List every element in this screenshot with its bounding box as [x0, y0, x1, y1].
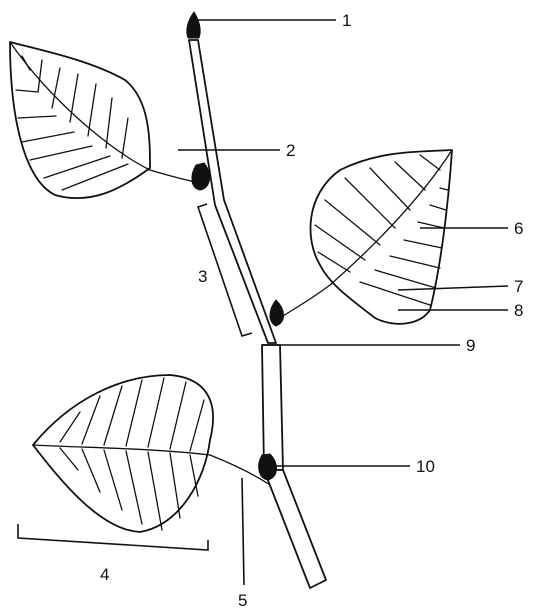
leaf-upper-right — [279, 149, 453, 325]
terminal-bud — [186, 11, 201, 39]
label-7: 7 — [514, 277, 523, 296]
leader-lines — [178, 19, 509, 586]
leaf-lower-left — [32, 374, 271, 533]
label-1: 1 — [342, 11, 351, 30]
label-3: 3 — [198, 267, 207, 286]
label-5: 5 — [238, 591, 247, 610]
stem — [188, 39, 327, 589]
labels: 1 2 3 4 5 6 7 8 9 10 — [100, 11, 523, 610]
label-10: 10 — [416, 457, 435, 476]
bracket-4 — [17, 524, 209, 551]
bracket-3 — [196, 203, 253, 337]
label-6: 6 — [514, 219, 523, 238]
leaf-upper-left — [9, 41, 201, 199]
bud-axillary-middle — [269, 299, 284, 327]
label-9: 9 — [466, 336, 475, 355]
label-2: 2 — [286, 141, 295, 160]
label-8: 8 — [514, 301, 523, 320]
label-4: 4 — [100, 565, 109, 584]
bud-axillary-lower — [258, 453, 277, 481]
bud-axillary-upper — [191, 162, 210, 191]
